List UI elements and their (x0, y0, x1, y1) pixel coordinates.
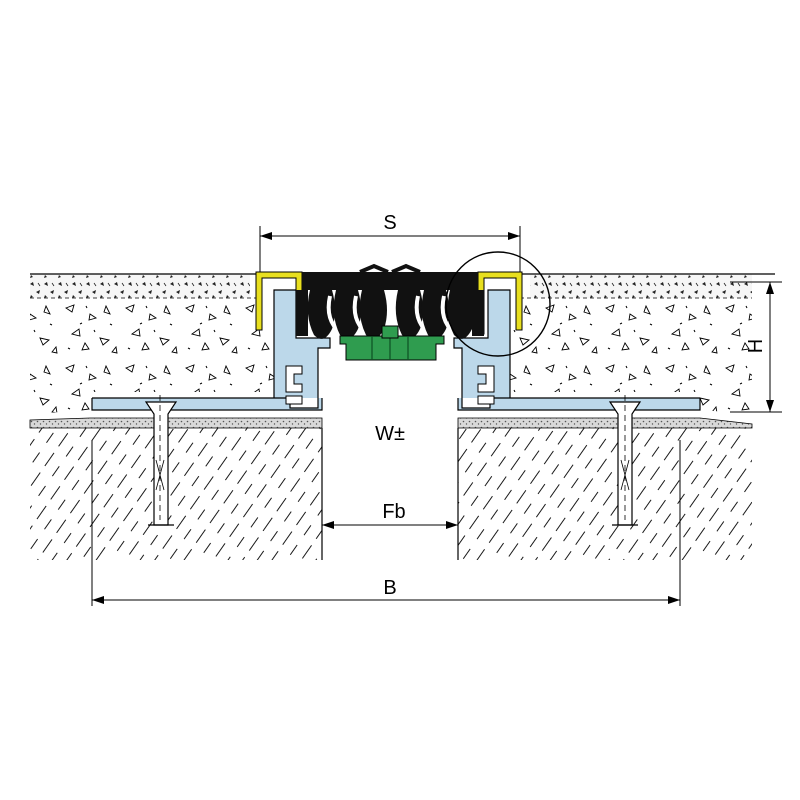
base-slab-right (457, 428, 752, 560)
profile-slot-right-2 (477, 395, 495, 405)
concrete-blockout-left (30, 298, 280, 414)
dimension-fb: Fb (322, 501, 458, 529)
surface-layer-left (30, 274, 250, 298)
base-slab-left (30, 428, 323, 560)
anchor-bolt-icon (144, 395, 178, 526)
dimension-s: S (259, 212, 521, 272)
grout-layer-right (457, 417, 753, 429)
elastomer-seal (296, 263, 484, 339)
dimension-s-label: S (383, 212, 396, 234)
profile-slot-left-2 (285, 395, 303, 405)
dimension-fb-label: Fb (382, 501, 405, 523)
green-carrier (339, 335, 445, 361)
dimension-h: H (730, 281, 782, 413)
dimension-b-label: B (383, 577, 396, 599)
profile-slot-left (285, 365, 303, 393)
surface-layer-right (530, 274, 752, 298)
grout-layer-left (29, 417, 323, 429)
dimension-h-label: H (745, 339, 767, 353)
profile-slot-right (477, 365, 495, 393)
aluminium-profile-left (91, 289, 331, 411)
movement-w-label: W± (375, 423, 405, 445)
detail-circle-icon (445, 251, 551, 357)
anchor-bolt-icon (608, 395, 642, 526)
dimension-b: B (91, 440, 681, 606)
concrete-blockout-right (500, 298, 752, 414)
